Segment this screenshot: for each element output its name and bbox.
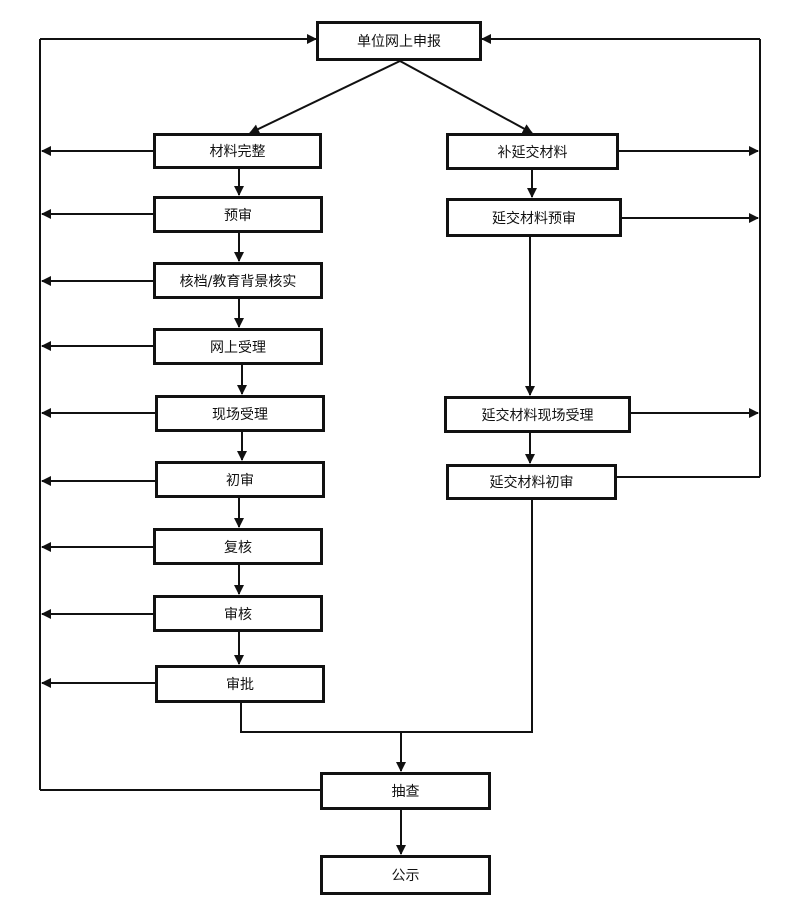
node-onsite-accept: 现场受理 xyxy=(155,395,325,432)
node-pre-review-label: 预审 xyxy=(224,207,252,224)
node-publicize-label: 公示 xyxy=(391,868,420,884)
node-supp-pre-review-label: 延交材料预审 xyxy=(492,210,576,227)
node-audit: 审核 xyxy=(153,595,323,632)
line-approve-to-merge xyxy=(240,500,533,733)
node-verify-label: 核档/教育背景核实 xyxy=(179,273,297,290)
node-supplement-label: 补延交材料 xyxy=(497,144,568,161)
node-onsite-accept-label: 现场受理 xyxy=(212,406,268,423)
node-verify: 核档/教育背景核实 xyxy=(153,262,323,299)
node-spot-check-label: 抽查 xyxy=(391,784,420,800)
node-spot-check: 抽查 xyxy=(320,772,491,810)
node-supp-pre-review: 延交材料预审 xyxy=(446,198,622,237)
node-audit-label: 审核 xyxy=(224,606,252,623)
node-first-review: 初审 xyxy=(155,461,325,498)
node-supp-onsite-accept: 延交材料现场受理 xyxy=(444,396,631,433)
node-online-accept: 网上受理 xyxy=(153,328,323,365)
node-submit-label: 单位网上申报 xyxy=(357,34,441,50)
arrow-submit-to-supplement xyxy=(399,60,533,134)
node-pre-review: 预审 xyxy=(153,196,323,233)
node-supp-first-review-label: 延交材料初审 xyxy=(489,475,574,491)
node-complete: 材料完整 xyxy=(153,133,322,169)
node-supp-first-review: 延交材料初审 xyxy=(446,464,617,500)
node-first-review-label: 初审 xyxy=(226,472,254,489)
node-complete-label: 材料完整 xyxy=(209,144,266,160)
node-re-review-label: 复核 xyxy=(224,539,252,556)
node-re-review: 复核 xyxy=(153,528,323,565)
node-publicize: 公示 xyxy=(320,855,491,895)
node-approve-label: 审批 xyxy=(226,677,254,693)
node-submit: 单位网上申报 xyxy=(316,21,482,61)
node-supp-onsite-accept-label: 延交材料现场受理 xyxy=(481,407,594,424)
node-supplement: 补延交材料 xyxy=(446,133,619,170)
node-approve: 审批 xyxy=(155,665,325,703)
node-online-accept-label: 网上受理 xyxy=(210,339,266,356)
arrow-submit-to-complete xyxy=(249,60,401,134)
